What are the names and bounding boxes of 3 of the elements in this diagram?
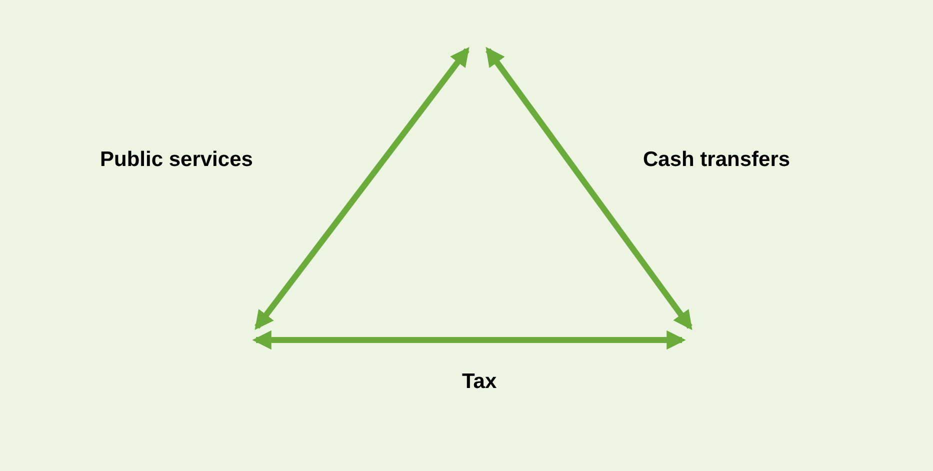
arrow-label: Public services (100, 148, 253, 172)
arrow-label: Tax (462, 370, 497, 394)
arrow-label: Cash transfers (643, 148, 790, 172)
